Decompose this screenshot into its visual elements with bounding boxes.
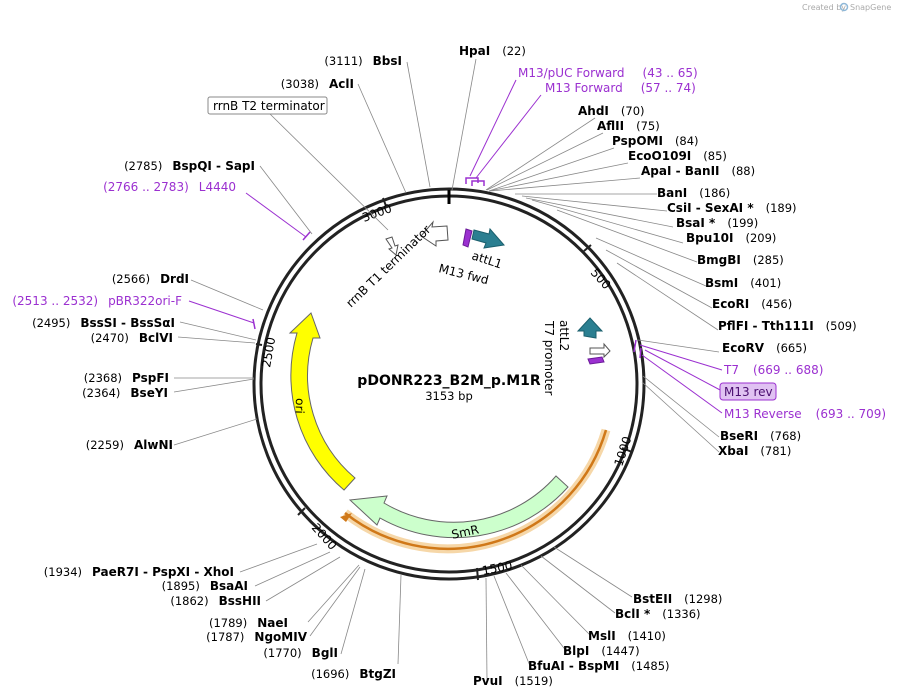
plasmid-name: pDONR223_B2M_p.M1R xyxy=(357,373,541,389)
ori-label: ori xyxy=(292,398,307,414)
enzyme-label[interactable]: BsaI *(199) xyxy=(676,216,758,230)
m13-rev-highlight xyxy=(719,382,777,401)
enzyme-label[interactable]: (2364)BseYI xyxy=(82,386,168,400)
enzyme-label[interactable]: PvuI(1519) xyxy=(473,674,553,688)
primer-label-m13-rev[interactable]: M13 rev xyxy=(724,385,773,399)
tick-label-3000: 3000 xyxy=(360,201,393,225)
enzyme-label[interactable]: EcoRI(456) xyxy=(712,297,792,311)
rrnb-t2-feature[interactable] xyxy=(385,236,399,256)
rrnb-t2-label: rrnB T2 terminator xyxy=(213,99,325,113)
tick-label-2500: 2500 xyxy=(259,336,278,369)
cds-arc-arrowhead xyxy=(340,513,352,522)
smr-label: SmR xyxy=(450,522,480,541)
enzyme-label[interactable]: EcoRV(665) xyxy=(722,341,807,355)
primer-label[interactable]: T7(669 .. 688) xyxy=(723,363,823,377)
enzyme-label[interactable]: XbaI(781) xyxy=(718,444,791,458)
enzyme-label[interactable]: (1696)BtgZI xyxy=(311,667,396,681)
enzyme-label[interactable]: BseRI(768) xyxy=(720,429,801,443)
enzyme-label[interactable]: BlpI(1447) xyxy=(563,644,640,658)
enzyme-label[interactable]: BclI *(1336) xyxy=(615,607,701,621)
enzyme-label[interactable]: (1770)BglI xyxy=(263,646,338,660)
primer-label[interactable]: M13 Forward(57 .. 74) xyxy=(545,81,696,95)
enzymes-left: (3111)BbsI (3038)AclI (2785)BspQI - SapI… xyxy=(32,54,402,681)
primer-label[interactable]: (2766 .. 2783)L4440 xyxy=(103,180,236,194)
enzyme-label[interactable]: Bpu10I(209) xyxy=(686,231,776,245)
attl1-label: attL1 xyxy=(470,249,504,272)
enzyme-label[interactable]: (1895)BsaAI xyxy=(162,579,248,593)
primer-label[interactable]: M13/pUC Forward(43 .. 65) xyxy=(518,66,698,80)
enzyme-label[interactable]: (2368)PspFI xyxy=(84,371,169,385)
enzyme-label[interactable]: AflII(75) xyxy=(597,119,660,133)
ori-feature[interactable] xyxy=(288,312,356,491)
t7-promoter-label: T7 promoter xyxy=(542,320,556,396)
enzyme-label[interactable]: (2785)BspQI - SapI xyxy=(124,159,255,173)
primer-leader-lines xyxy=(188,79,723,414)
credit-prefix: Created by xyxy=(802,3,846,12)
enzyme-label[interactable]: MslI(1410) xyxy=(588,629,666,643)
enzyme-label[interactable]: (1787)NgoMIV xyxy=(206,630,308,644)
primer-label[interactable]: M13 Reverse(693 .. 709) xyxy=(724,407,886,421)
enzyme-label[interactable]: EcoO109I(85) xyxy=(628,149,727,163)
enzyme-label[interactable]: HpaI(22) xyxy=(459,44,526,58)
plasmid-length: 3153 bp xyxy=(425,389,473,403)
enzyme-label[interactable]: ApaI - BanII(88) xyxy=(641,164,755,178)
t7-promoter-feature[interactable] xyxy=(589,342,611,359)
rrnb-t2-label-box xyxy=(207,96,328,115)
enzyme-label[interactable]: PflFI - Tth111I(509) xyxy=(718,319,857,333)
credit-brand: SnapGene xyxy=(850,3,891,12)
attl2-label: attL2 xyxy=(557,320,571,351)
m13-rev-feature[interactable] xyxy=(587,356,605,365)
primers: M13/pUC Forward(43 .. 65) M13 Forward(57… xyxy=(12,66,886,421)
tick-label-2000: 2000 xyxy=(309,521,340,553)
enzyme-label[interactable]: BstEII(1298) xyxy=(633,592,722,606)
enzyme-label[interactable]: PspOMI(84) xyxy=(612,134,699,148)
attl1-feature[interactable] xyxy=(471,227,505,249)
m13-fwd-feature[interactable] xyxy=(462,228,473,248)
smr-feature[interactable] xyxy=(348,475,569,539)
enzyme-label[interactable]: (2259)AlwNI xyxy=(86,438,173,452)
rrnb-t2-leader xyxy=(269,113,389,231)
enzyme-label[interactable]: BmgBI(285) xyxy=(697,253,784,267)
tick-label-1500: 1500 xyxy=(481,558,514,578)
cds-arc[interactable] xyxy=(344,429,608,550)
enzyme-label[interactable]: (2470)BclVI xyxy=(91,331,173,345)
rrnb-t1-label: rrnB T1 terminator xyxy=(343,222,433,310)
enzyme-label[interactable]: BsmI(401) xyxy=(705,276,781,290)
enzymes-right: HpaI(22) AhdI(70) AflII(75) PspOMI(84) E… xyxy=(459,44,857,688)
enzyme-label[interactable]: (3111)BbsI xyxy=(324,54,402,68)
rrnb-t1-feature[interactable] xyxy=(420,220,449,247)
primer-label[interactable]: (2513 .. 2532)pBR322ori-F xyxy=(12,294,182,308)
snapgene-logo-icon xyxy=(839,2,849,12)
enzyme-label[interactable]: AhdI(70) xyxy=(578,104,645,118)
enzyme-label[interactable]: (1934)PaeR7I - PspXI - XhoI xyxy=(44,565,234,579)
enzyme-label[interactable]: (3038)AclI xyxy=(281,77,354,91)
enzyme-label[interactable]: (1862)BssHII xyxy=(170,594,261,608)
enzyme-label[interactable]: BanI(186) xyxy=(657,186,730,200)
enzyme-label[interactable]: (2495)BssSI - BssSαI xyxy=(32,316,175,330)
enzyme-label[interactable]: (1789)NaeI xyxy=(209,616,288,630)
enzyme-label[interactable]: (2566)DrdI xyxy=(112,272,189,286)
enzyme-label[interactable]: BfuAI - BspMI(1485) xyxy=(528,659,670,673)
attl2-feature[interactable] xyxy=(576,317,604,339)
enzyme-leader-lines xyxy=(173,58,720,681)
primer-binding-marks xyxy=(252,177,642,359)
enzyme-label[interactable]: CsiI - SexAI *(189) xyxy=(667,201,797,215)
